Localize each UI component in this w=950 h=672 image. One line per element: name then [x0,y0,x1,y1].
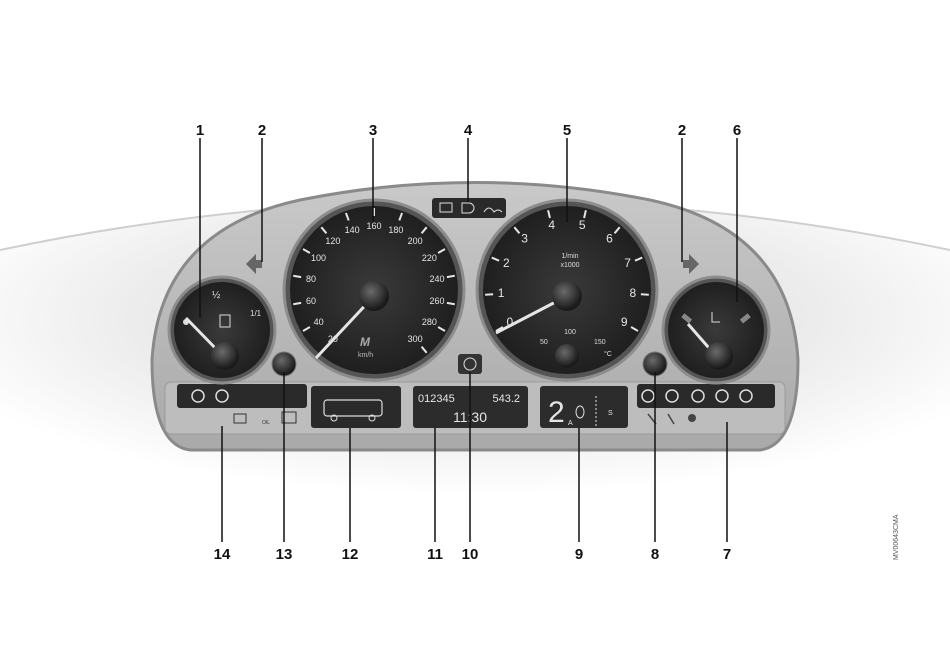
fuel-full-label: 1/1 [250,309,262,318]
speed-scale-tick [447,303,455,304]
callout-12: 12 [342,546,359,563]
callout-1: 1 [196,122,204,139]
speed-scale-label: 140 [345,225,360,235]
oil-label: OIL [262,420,270,426]
speed-scale-label: 40 [314,317,324,327]
speedometer: 2040608010012014016018020022024026028030… [284,200,464,380]
engine-oil-gauge [663,277,769,383]
gear-side-a: A [568,420,573,427]
rpm-scale-label: 5 [579,218,586,232]
callout-5: 5 [563,122,571,139]
rpm-scale-label: 2 [503,256,510,270]
rpm-scale-label: 4 [548,218,555,232]
callout-14: 14 [214,546,231,563]
speed-scale-label: 60 [306,296,316,306]
temp-150: 150 [594,339,606,346]
oil-hub [705,342,733,370]
callout-6: 6 [733,122,741,139]
callout-2-left: 2 [258,122,266,139]
indicator-panel-left [177,384,307,408]
callout-8: 8 [651,546,659,563]
temp-unit: °C [604,350,612,358]
speed-scale-tick [293,303,301,304]
rpm-scale-label: 6 [606,231,613,245]
indicator-panel-right [637,384,775,408]
speed-scale-label: 260 [430,296,445,306]
fuel-half-label: ½ [212,290,221,301]
callout-3: 3 [369,122,377,139]
temp-100: 100 [564,329,576,336]
speed-scale-label: 180 [388,225,403,235]
airbag-icon [688,414,696,422]
top-warning-lights [432,198,506,218]
tach-unit-line1: 1/min [561,253,578,260]
gear-value: 2 [548,396,565,429]
callout-2-right: 2 [678,122,686,139]
speed-scale-tick [293,276,301,277]
rpm-scale-label: 8 [630,286,637,300]
rpm-hub [552,281,582,311]
temp-50: 50 [540,339,548,346]
speed-scale-label: 280 [422,317,437,327]
speed-scale-label: 240 [430,274,445,284]
speed-scale-label: 120 [325,236,340,246]
speed-scale-label: 200 [408,236,423,246]
svg-text:M: M [360,335,371,349]
temp-hub [555,344,579,368]
speed-scale-label: 100 [311,253,326,263]
callout-10: 10 [462,546,479,563]
fuel-gauge: ½ 1/1 [169,277,275,383]
center-indicator [458,354,482,374]
callout-13: 13 [276,546,293,563]
rpm-scale-label: 3 [521,231,528,245]
rpm-scale-label: 7 [624,256,631,270]
fuel-hub [211,342,239,370]
callout-4: 4 [464,122,472,139]
speed-unit: km/h [358,352,373,359]
tach-unit-line2: x1000 [560,262,579,269]
rpm-scale-label: 9 [621,315,628,329]
callout-7: 7 [723,546,731,563]
figure-code: MV00643CMA [893,514,900,560]
speed-scale-label: 80 [306,274,316,284]
speed-scale-label: 300 [408,334,423,344]
gear-side-s: S [608,410,613,417]
rpm-scale-label: 1 [498,286,505,300]
odometer-value: 012345 [418,393,455,405]
callout-9: 9 [575,546,583,563]
callout-11: 11 [427,546,443,563]
speed-scale-label: 220 [422,253,437,263]
speed-scale-label: 160 [366,221,381,231]
trip-value: 543.2 [492,393,520,405]
speed-scale-tick [447,276,455,277]
speed-hub [359,281,389,311]
